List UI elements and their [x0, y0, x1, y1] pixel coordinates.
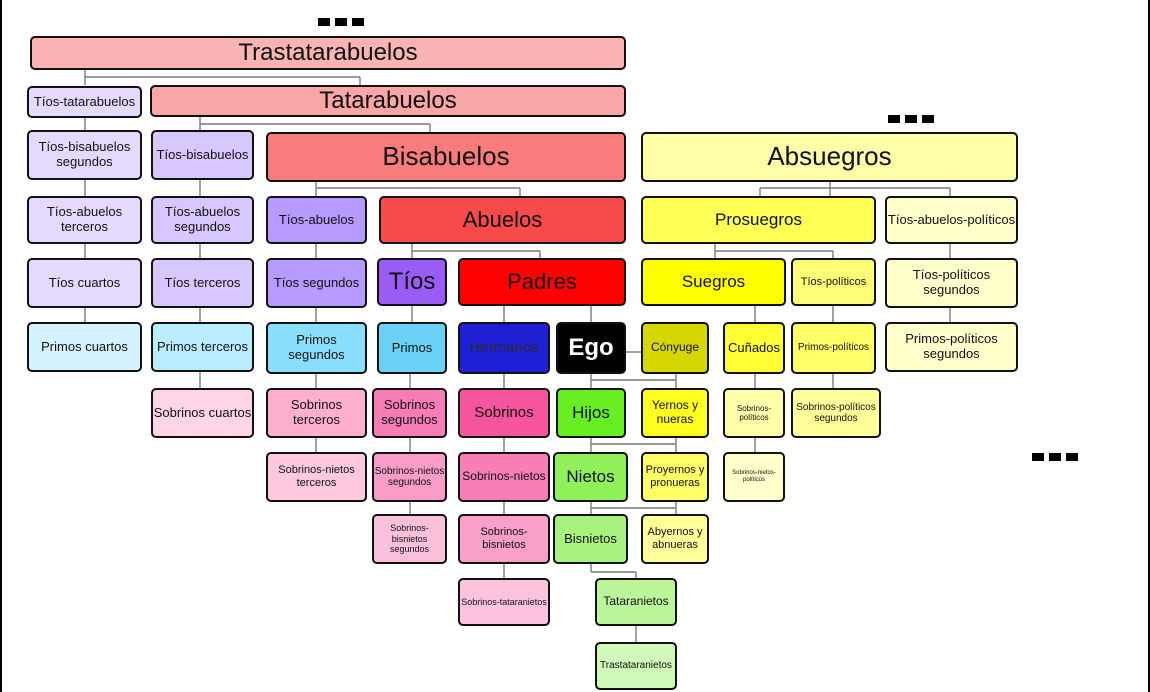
node-hijos: Hijos [556, 388, 626, 438]
node-conyuge: Cónyuge [641, 322, 709, 374]
node-tios-abuelos-segundos: Tíos-abuelos segundos [151, 196, 254, 244]
node-sobrinos-terceros: Sobrinos terceros [266, 388, 367, 438]
node-sobrinos-politicos-segundos: Sobrinos-políticos segundos [791, 388, 881, 438]
node-tataranietos: Tataranietos [595, 578, 677, 626]
node-primos-politicos-segundos: Primos-políticos segundos [885, 322, 1018, 372]
node-tios-segundos: Tíos segundos [266, 258, 367, 308]
node-sobrinos-tataranietos: Sobrinos-tataranietos [458, 578, 550, 626]
node-tios-cuartos: Tíos cuartos [27, 258, 142, 308]
node-tios-politicos: Tíos-políticos [791, 258, 876, 306]
node-tios: Tíos [377, 258, 447, 306]
node-primos-terceros: Primos terceros [151, 322, 254, 372]
node-trastataranietos: Trastataranietos [595, 642, 677, 690]
node-sobrinos-nietos-segundos: Sobrinos-nietos segundos [372, 452, 447, 502]
node-prosuegros: Prosuegros [641, 196, 876, 244]
node-bisabuelos: Bisabuelos [266, 132, 626, 182]
node-absuegros: Absuegros [641, 132, 1018, 182]
node-sobrinos-bisnietos-segundos: Sobrinos-bisnietos segundos [372, 514, 447, 564]
node-tios-abuelos-politicos: Tíos-abuelos-políticos [885, 196, 1018, 244]
node-cunados: Cuñados [723, 322, 785, 374]
continuation-marker-upper-right [888, 115, 934, 123]
node-tios-politicos-segundos: Tíos-políticos segundos [885, 258, 1018, 308]
node-tios-bisabuelos: Tíos-bisabuelos [151, 130, 254, 180]
node-sobrinos-bisnietos: Sobrinos-bisnietos [458, 514, 550, 564]
continuation-marker-top [318, 18, 364, 26]
node-proyernos-pronueras: Proyernos y pronueras [641, 452, 709, 502]
node-suegros: Suegros [641, 258, 786, 306]
node-sobrinos: Sobrinos [458, 388, 550, 438]
node-abyernos-abnueras: Abyernos y abnueras [641, 514, 709, 564]
node-tios-tatarabuelos: Tíos-tatarabuelos [27, 86, 142, 118]
node-sobrinos-segundos: Sobrinos segundos [372, 388, 447, 438]
continuation-marker-right [1032, 453, 1078, 461]
node-nietos: Nietos [553, 452, 628, 502]
node-primos: Primos [377, 322, 447, 374]
node-primos-politicos: Primos-políticos [791, 322, 876, 374]
node-yernos-nueras: Yernos y nueras [641, 388, 709, 438]
node-padres: Padres [458, 258, 626, 306]
node-hermanos: Hermanos [458, 322, 550, 374]
node-sobrinos-nietos-terceros: Sobrinos-nietos terceros [266, 452, 367, 502]
node-sobrinos-nietos: Sobrinos-nietos [458, 452, 550, 502]
node-ego: Ego [556, 322, 626, 374]
node-tios-terceros: Tíos terceros [151, 258, 254, 308]
node-primos-cuartos: Primos cuartos [27, 322, 142, 372]
node-primos-segundos: Primos segundos [266, 322, 367, 374]
node-abuelos: Abuelos [379, 196, 626, 244]
node-tios-bisabuelos-segundos: Tíos-bisabuelos segundos [27, 130, 142, 180]
node-bisnietos: Bisnietos [553, 514, 628, 564]
node-tios-abuelos-terceros: Tíos-abuelos terceros [27, 196, 142, 244]
node-sobrinos-politicos: Sobrinos-políticos [723, 388, 785, 438]
node-tios-abuelos: Tíos-abuelos [266, 196, 367, 244]
node-tatarabuelos: Tatarabuelos [150, 85, 626, 117]
node-sobrinos-cuartos: Sobrinos cuartos [151, 388, 254, 438]
node-trastatarabuelos: Trastatarabuelos [30, 36, 626, 70]
node-sobrinos-nietos-politicos: Sobrinos-nietos-políticos [723, 452, 785, 502]
